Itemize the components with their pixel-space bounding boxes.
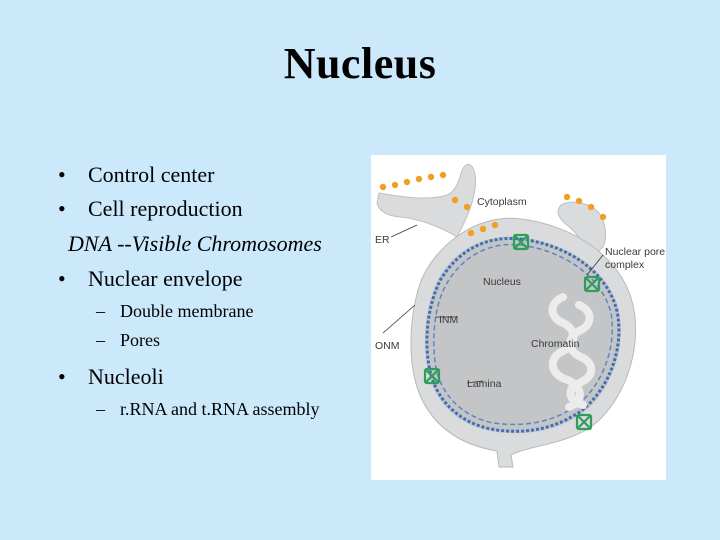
label-cytoplasm: Cytoplasm (477, 196, 527, 208)
bullet-cell-reproduction: •Cell reproduction (58, 194, 368, 228)
bullet-dot: • (58, 196, 66, 221)
label-nucleus: Nucleus (483, 276, 521, 288)
ribosomes (379, 171, 607, 237)
subbullet-pores: –Pores (58, 327, 368, 356)
nuclear-pore-complex (423, 367, 441, 385)
dna-chromosomes-line: DNA --Visible Chromosomes (68, 231, 322, 256)
bullet-nucleoli: •Nucleoli (58, 362, 368, 396)
bullet-dot: • (58, 266, 66, 291)
leader-lines (382, 224, 604, 384)
nuclear-pore-complex (575, 413, 593, 431)
chromatin (548, 293, 596, 411)
nuclear-lamina-inner (433, 243, 613, 426)
bullet-control-center: •Control center (58, 160, 368, 194)
nuclear-pore-complex (512, 233, 530, 251)
er-tubule (376, 163, 476, 238)
bullet-dot: • (58, 364, 66, 389)
label-chromatin: Chromatin (531, 338, 580, 350)
bullet-dot: • (58, 162, 66, 187)
subbullet-double-membrane: –Double membrane (58, 298, 368, 327)
nucleus-diagram: Cytoplasm ER Nuclear pore complex Nucleu… (371, 155, 666, 480)
nuclear-lamina (425, 236, 621, 433)
bullet-list: •Control center •Cell reproduction DNA -… (58, 160, 368, 425)
bullet-nuclear-envelope: •Nuclear envelope (58, 264, 368, 298)
label-er: ER (375, 234, 390, 246)
subbullet-rrna-trna-assembly: –r.RNA and t.RNA assembly (58, 396, 368, 425)
label-nuclear-pore-line2: complex (605, 259, 645, 271)
nucleus-diagram-svg: Cytoplasm ER Nuclear pore complex Nucleu… (375, 163, 665, 468)
nuclear-pore-complex (583, 275, 601, 293)
label-inm: INM (439, 314, 458, 326)
label-nuclear-pore-line1: Nuclear pore (605, 246, 665, 258)
bullet-dash: – (96, 399, 105, 419)
label-lamina: Lamina (467, 378, 502, 390)
slide-title: Nucleus (283, 39, 437, 88)
bullet-dash: – (96, 301, 105, 321)
bullet-dash: – (96, 330, 105, 350)
label-onm: ONM (375, 340, 400, 352)
